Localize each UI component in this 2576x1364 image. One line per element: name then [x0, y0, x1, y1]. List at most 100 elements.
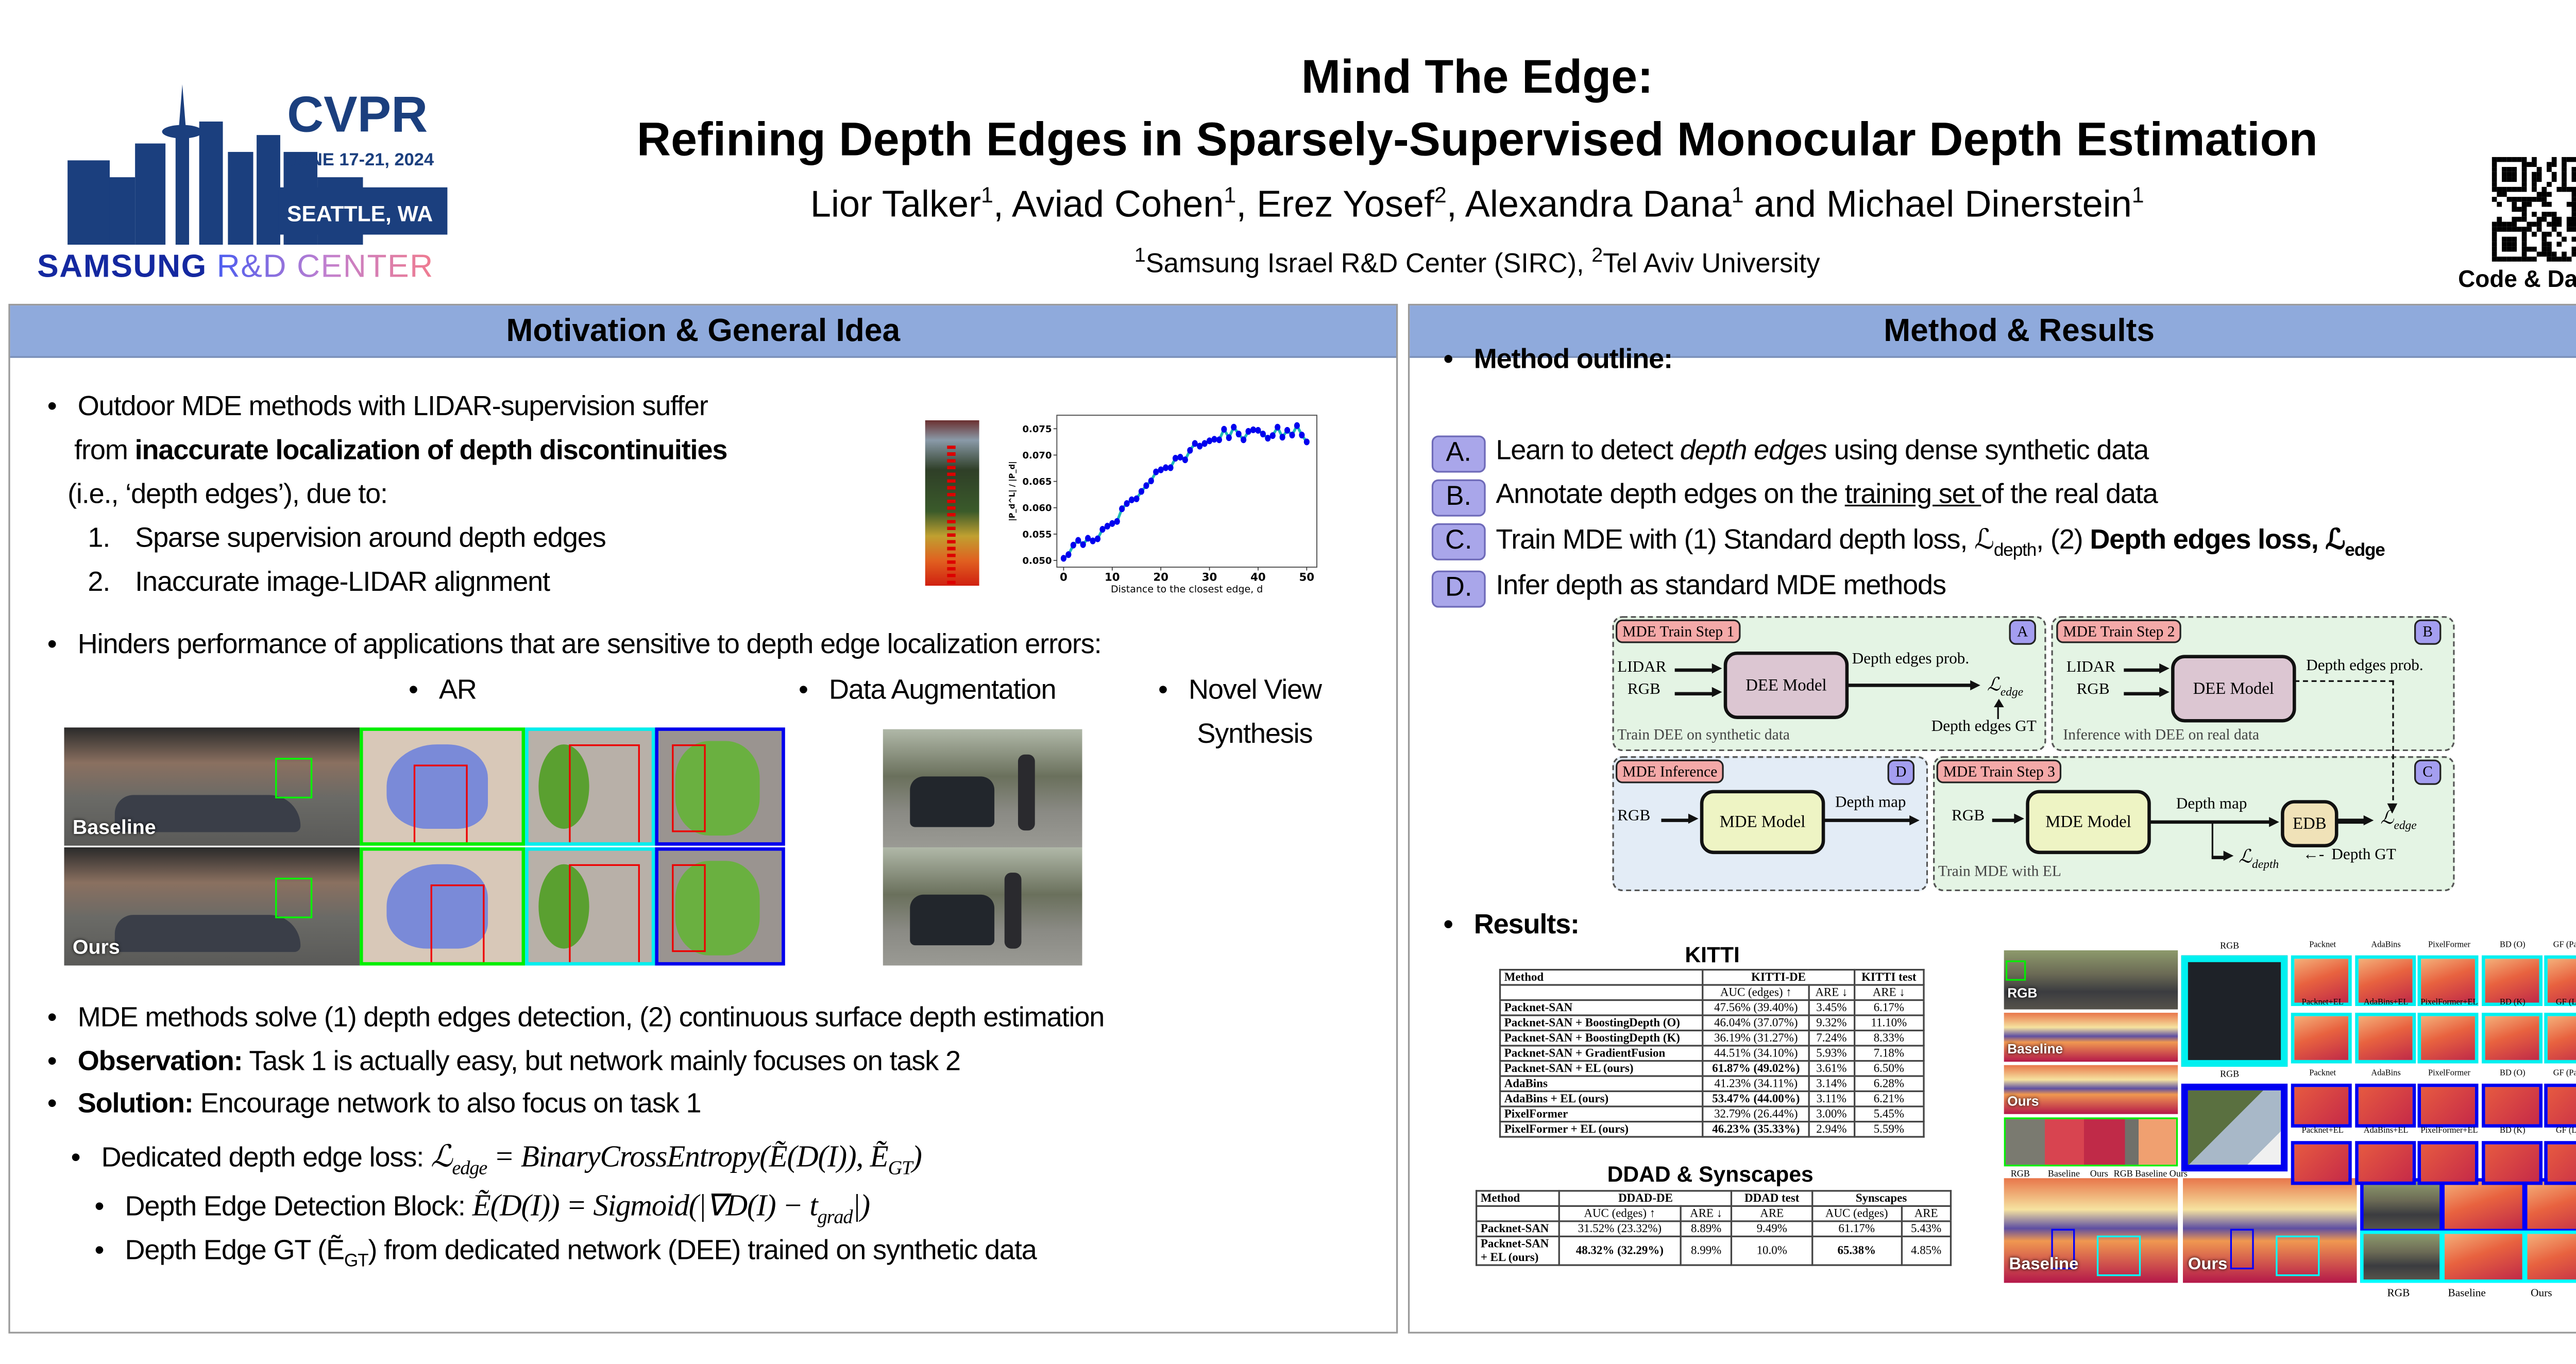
arrow-line [2211, 856, 2225, 859]
step-text: Annotate depth edges on the [1496, 479, 1845, 510]
poster-title-line1: Mind The Edge: [1301, 50, 1653, 103]
method-cell: Packnet-SAN [1476, 1220, 1560, 1237]
method-cell: Packnet-SAN + BoostingDepth (O) [1499, 1014, 1704, 1032]
qr-module [2492, 182, 2497, 187]
qr-module [2562, 182, 2567, 187]
depth-map-label: Depth map [1835, 795, 1906, 812]
mde-model-block: MDE Model [1700, 790, 1825, 855]
data-point [1167, 464, 1174, 471]
qr-module [2506, 167, 2512, 172]
method-outline-heading: •Method outline: [1443, 344, 1673, 375]
app-novel-view-line2: Synthesis [1197, 719, 1313, 749]
qr-module [2562, 257, 2567, 262]
qr-module [2512, 236, 2517, 242]
kitti-table-title: KITTI [1685, 942, 1740, 967]
data-point [1255, 427, 1261, 434]
bullet-text: ) from dedicated network (DEE) trained o… [368, 1235, 1037, 1266]
method-column-label: BD (O) [2500, 1070, 2526, 1079]
data-point [1269, 432, 1276, 439]
ar-baseline-crop-cyan [525, 727, 655, 846]
math-symbol: ℒ [2239, 847, 2252, 868]
qr-module [2521, 201, 2527, 207]
car-shape [910, 894, 995, 946]
synscapes-are-cell: 4.85% [1901, 1235, 1952, 1266]
method-depth-crop [2291, 1083, 2352, 1128]
math-sub: edge [452, 1157, 487, 1180]
samsung-wordmark: SAMSUNG [37, 249, 207, 285]
ar-object-box [275, 877, 313, 918]
method-depth-crop [2544, 1141, 2576, 1185]
x-tick-label: 40 [1250, 571, 1266, 584]
qr-module [2497, 186, 2502, 192]
dino-shape [386, 744, 488, 829]
qr-module [2571, 221, 2576, 227]
y-axis-label: |P_d^L| / |P_d| [1008, 461, 1016, 521]
math-sub: GT [888, 1157, 913, 1180]
bullet-bold-text: inaccurate localization of depth discont… [134, 435, 728, 466]
author-affiliation-mark: 1 [981, 182, 993, 208]
math-text: |) [852, 1188, 870, 1222]
are-cell: 3.45% [1808, 999, 1855, 1016]
ar-ours-crop-cyan [525, 847, 655, 966]
qr-module [2502, 257, 2507, 262]
method-column-label: GF (Packnet) [2553, 1070, 2576, 1079]
method-cell: Packnet-SAN [1499, 999, 1704, 1016]
affiliation-separator: , [1577, 250, 1592, 279]
math-symbol: ℒ [1987, 675, 2001, 696]
author-separator: , [993, 182, 1012, 225]
qr-module [2521, 182, 2527, 187]
method-depth-crop [2291, 1141, 2352, 1185]
x-axis-label: Distance to the closest edge, d [1111, 584, 1263, 594]
qr-module [2502, 157, 2507, 162]
table-row: Packnet-SAN + EL (ours)48.32% (32.29%)8.… [1476, 1235, 1952, 1266]
depth-map-label: Depth map [2176, 796, 2247, 814]
dashed-arrow-icon: ←- [2302, 847, 2325, 864]
table-row: PixelFormer + EL (ours)46.23% (35.33%)2.… [1499, 1120, 1925, 1138]
math-sub: GT [344, 1251, 369, 1272]
arrow-line [1661, 819, 1690, 822]
badge-d: D [1887, 759, 1915, 785]
qr-code-icon[interactable] [2492, 157, 2576, 262]
app-label: Novel View [1188, 675, 1322, 706]
qr-module [2571, 212, 2576, 217]
qr-module [2562, 157, 2567, 162]
ar-object-box [275, 758, 313, 798]
qr-module [2562, 172, 2567, 177]
method-depth-crop [2544, 1013, 2576, 1064]
method-column-label: Packnet [2309, 942, 2336, 950]
qr-module [2512, 172, 2517, 177]
qr-module [2492, 251, 2497, 257]
qr-module [2506, 246, 2512, 252]
are-cell: 5.93% [1808, 1045, 1855, 1062]
method-column-label: BD (K) [2500, 1127, 2526, 1136]
arrow-head-icon [2159, 687, 2170, 697]
data-point [1080, 541, 1086, 548]
kitti-ours-depth: Ours [2004, 1065, 2178, 1114]
app-label: AR [438, 675, 477, 706]
data-point [1085, 535, 1091, 542]
table-row: Packnet-SAN + BoostingDepth (K)36.19% (3… [1499, 1029, 1925, 1047]
edge-loss-symbol: ℒedge [1987, 673, 2023, 699]
rd-center-wordmark: R&D CENTER [216, 249, 434, 285]
dino-shape [538, 864, 589, 949]
step-d-text: Infer depth as standard MDE methods [1496, 570, 1946, 601]
step-text: of the real data [1981, 479, 2158, 510]
auc-cell: 53.47% (44.00%) [1702, 1090, 1810, 1107]
qr-module [2541, 212, 2547, 217]
bullet-bold-text: Observation: [77, 1046, 243, 1077]
qr-module [2512, 167, 2517, 172]
test-are-cell: 6.21% [1853, 1090, 1925, 1107]
error-box [672, 744, 706, 832]
data-point [1265, 435, 1271, 442]
qr-module [2541, 246, 2547, 252]
synscapes-auc-cell: 61.17% [1811, 1220, 1903, 1237]
step-a-text: Learn to detect depth edges using dense … [1496, 435, 2149, 467]
qr-module [2502, 172, 2507, 177]
qr-module [2497, 221, 2502, 227]
method-column-label: AdaBins [2371, 942, 2401, 950]
method-depth-crop [2417, 955, 2479, 1007]
method-cell: Packnet-SAN + EL (ours) [1499, 1060, 1704, 1077]
arrow-line [2124, 692, 2161, 695]
step-text: using dense synthetic data [1826, 435, 2149, 466]
